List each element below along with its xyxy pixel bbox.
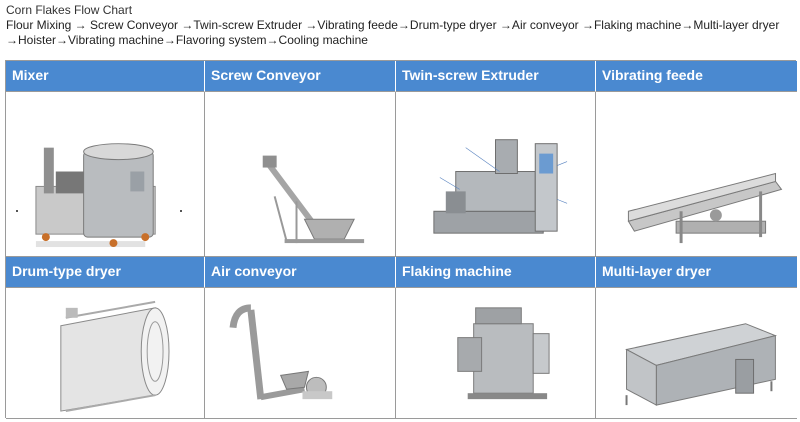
header-screw-conveyor: Screw Conveyor bbox=[205, 61, 396, 92]
screw-conveyor-icon bbox=[262, 155, 365, 244]
decor-dot bbox=[180, 210, 182, 212]
mixer-machine-icon bbox=[35, 143, 156, 248]
process-flow-line-2: →Hoister→Vibrating machine→Flavoring sys… bbox=[6, 33, 368, 47]
drum-dryer-icon bbox=[60, 300, 170, 413]
image-cell-twin-screw-extruder bbox=[396, 92, 596, 257]
header-multi-layer-dryer: Multi-layer dryer bbox=[596, 257, 797, 288]
twin-screw-extruder-icon bbox=[433, 139, 568, 234]
header-mixer: Mixer bbox=[6, 61, 205, 92]
image-cell-air-conveyor bbox=[205, 288, 396, 419]
machine-table: Mixer Screw Conveyor Twin-screw Extruder… bbox=[5, 60, 797, 419]
header-flaking-machine: Flaking machine bbox=[396, 257, 596, 288]
header-twin-screw-extruder: Twin-screw Extruder bbox=[396, 61, 596, 92]
header-vibrating-feeder: Vibrating feede bbox=[596, 61, 797, 92]
decor-dot bbox=[16, 210, 18, 212]
flaking-machine-icon bbox=[457, 307, 550, 400]
header-air-conveyor: Air conveyor bbox=[205, 257, 396, 288]
image-cell-flaking-machine bbox=[396, 288, 596, 419]
vibrating-feeder-icon bbox=[627, 172, 783, 244]
page-title: Corn Flakes Flow Chart bbox=[6, 3, 133, 17]
image-cell-multi-layer-dryer bbox=[596, 288, 797, 419]
image-cell-drum-type-dryer bbox=[6, 288, 205, 419]
image-cell-screw-conveyor bbox=[205, 92, 396, 257]
multi-layer-dryer-icon bbox=[625, 323, 778, 406]
flow-chart-heading: Corn Flakes Flow Chart Flour Mixing → Sc… bbox=[6, 3, 796, 48]
header-drum-type-dryer: Drum-type dryer bbox=[6, 257, 205, 288]
image-cell-mixer bbox=[6, 92, 205, 257]
air-conveyor-icon bbox=[229, 304, 333, 401]
process-flow-line-1: Flour Mixing → Screw Conveyor →Twin-scre… bbox=[6, 18, 780, 32]
image-cell-vibrating-feeder bbox=[596, 92, 797, 257]
